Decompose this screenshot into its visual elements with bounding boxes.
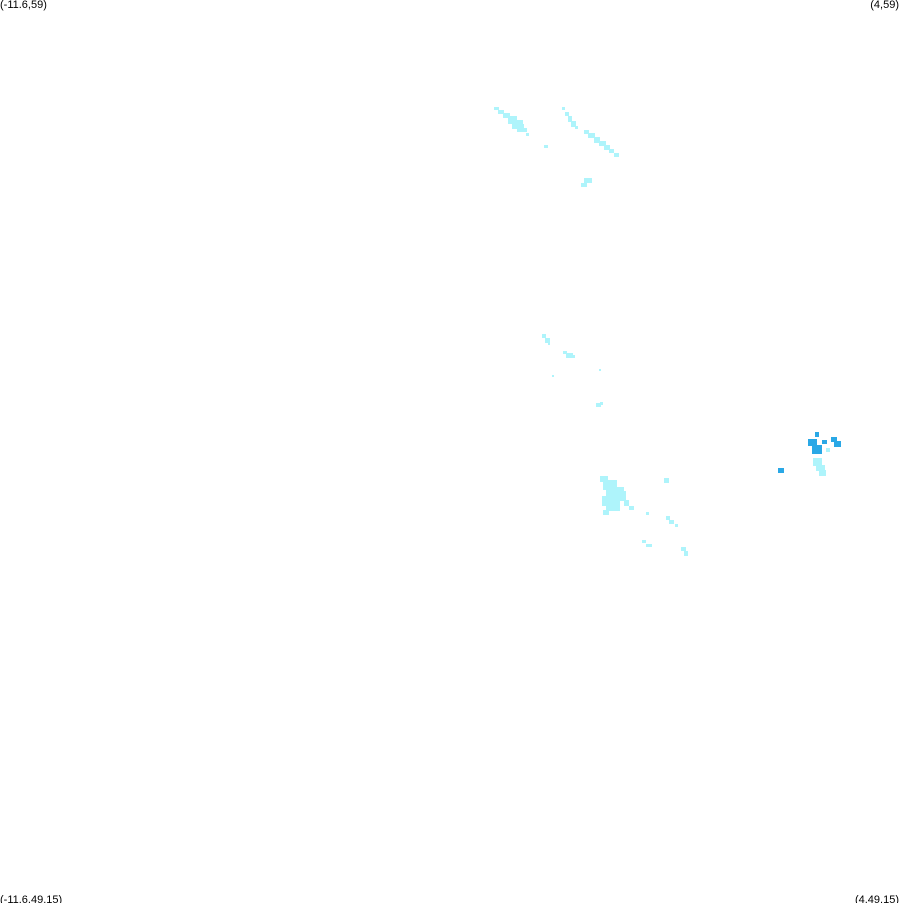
south-patches xyxy=(600,476,688,556)
corner-label-top-left: (-11.6,59) xyxy=(0,0,47,11)
corner-label-bottom-left: (-11.6,49.15) xyxy=(0,894,63,903)
north-patches xyxy=(494,107,619,187)
corner-label-bottom-right: (4,49.15) xyxy=(854,894,899,903)
corner-label-top-right: (4,59) xyxy=(870,0,899,11)
central-patches xyxy=(542,334,603,407)
east-patches xyxy=(778,432,841,476)
